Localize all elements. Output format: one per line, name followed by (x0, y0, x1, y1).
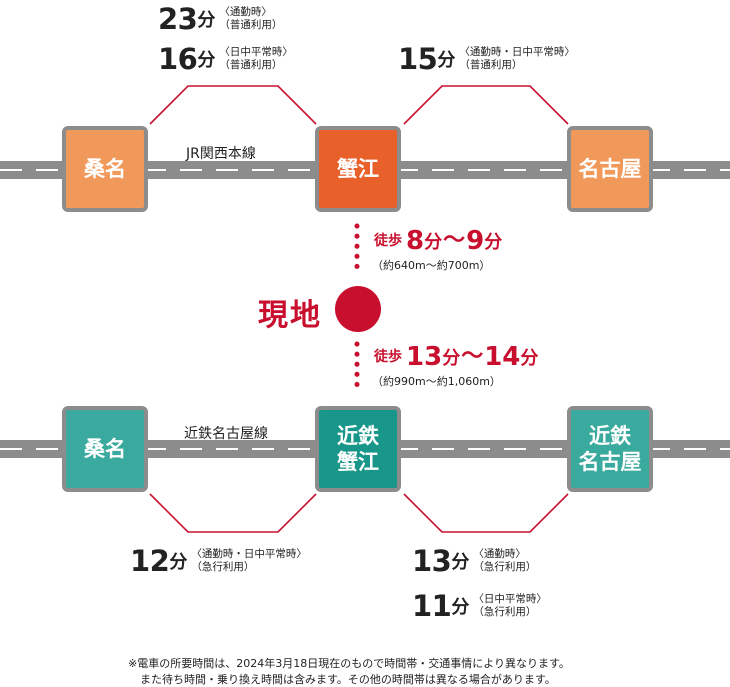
jr-station-kanie: 蟹江 (315, 126, 401, 212)
time-condition: 〈日中平常時〉（普通利用） (219, 46, 293, 71)
jr-connector-left (149, 85, 317, 125)
jr-station-kuwana: 桑名 (62, 126, 148, 212)
walk-unit2: 分 (520, 348, 539, 369)
kintetsu-station-nagoya-label: 近鉄名古屋 (578, 423, 642, 474)
walk-unit1: 分 (442, 348, 461, 369)
time-condition: 〈通勤時・日中平常時〉（急行利用） (191, 548, 307, 573)
kintetsu-connector-left (149, 493, 317, 533)
kintetsu-time-nagoya-commute: 13 分 〈通勤時〉（急行利用） (412, 546, 536, 578)
kintetsu-time-nagoya-daytime: 11 分 〈日中平常時〉（急行利用） (412, 591, 547, 623)
walk-label: 徒歩 (374, 349, 402, 365)
time-number: 15 (398, 42, 438, 76)
time-condition: 〈通勤時〉（普通利用） (219, 6, 283, 31)
walk-distance-kintetsu: （約990m〜約1,060m） (372, 375, 501, 388)
time-condition: 〈通勤時・日中平常時〉（普通利用） (459, 46, 575, 71)
walk-min1: 8 (406, 226, 425, 256)
walk-tilde: 〜 (461, 344, 484, 369)
kintetsu-time-kuwana: 12 分 〈通勤時・日中平常時〉（急行利用） (130, 546, 307, 578)
kintetsu-connector-right (403, 493, 569, 533)
site-label: 現地 (258, 298, 322, 333)
time-number: 13 (412, 544, 452, 578)
kintetsu-station-kanie-label: 近鉄蟹江 (337, 423, 379, 474)
kintetsu-line-name: 近鉄名古屋線 (184, 426, 268, 442)
time-unit: 分 (451, 597, 470, 618)
walk-distance-jr: （約640m〜約700m） (372, 259, 491, 272)
jr-time-kuwana-commute: 23 分 〈通勤時〉（普通利用） (158, 4, 282, 36)
time-number: 23 (158, 2, 198, 36)
jr-station-nagoya: 名古屋 (567, 126, 653, 212)
walk-min2: 14 (484, 342, 521, 372)
time-unit: 分 (437, 50, 456, 71)
jr-connector-right (403, 85, 569, 125)
walk-time-jr: 徒歩 8 分 〜 9 分 (374, 226, 502, 258)
time-number: 12 (130, 544, 170, 578)
kintetsu-station-kuwana-label: 桑名 (84, 436, 126, 461)
time-number: 16 (158, 42, 198, 76)
walk-unit2: 分 (484, 232, 503, 253)
jr-station-kanie-label: 蟹江 (337, 156, 379, 181)
jr-line-name: JR関西本線 (186, 146, 256, 162)
time-unit: 分 (169, 552, 188, 573)
time-condition: 〈日中平常時〉（急行利用） (473, 593, 547, 618)
walk-min1: 13 (406, 342, 443, 372)
kintetsu-station-kanie: 近鉄蟹江 (315, 406, 401, 492)
time-unit: 分 (451, 552, 470, 573)
footnote-line-1: ※電車の所要時間は、2024年3月18日現在のもので時間帯・交通事情により異なり… (128, 657, 570, 670)
kintetsu-station-nagoya: 近鉄名古屋 (567, 406, 653, 492)
jr-station-nagoya-label: 名古屋 (578, 156, 642, 181)
jr-time-nagoya: 15 分 〈通勤時・日中平常時〉（普通利用） (398, 44, 575, 76)
site-marker (335, 286, 381, 332)
walk-time-kintetsu: 徒歩 13 分 〜 14 分 (374, 342, 538, 374)
time-unit: 分 (197, 10, 216, 31)
walk-tilde: 〜 (443, 228, 466, 253)
time-number: 11 (412, 589, 452, 623)
walk-label: 徒歩 (374, 233, 402, 249)
walk-unit1: 分 (424, 232, 443, 253)
jr-station-kuwana-label: 桑名 (84, 156, 126, 181)
time-condition: 〈通勤時〉（急行利用） (473, 548, 537, 573)
footnote-line-2: また待ち時間・乗り換え時間は含みます。その他の時間帯は異なる場合があります。 (140, 673, 556, 686)
kintetsu-station-kuwana: 桑名 (62, 406, 148, 492)
time-unit: 分 (197, 50, 216, 71)
walk-min2: 9 (466, 226, 485, 256)
jr-time-kuwana-daytime: 16 分 〈日中平常時〉（普通利用） (158, 44, 293, 76)
